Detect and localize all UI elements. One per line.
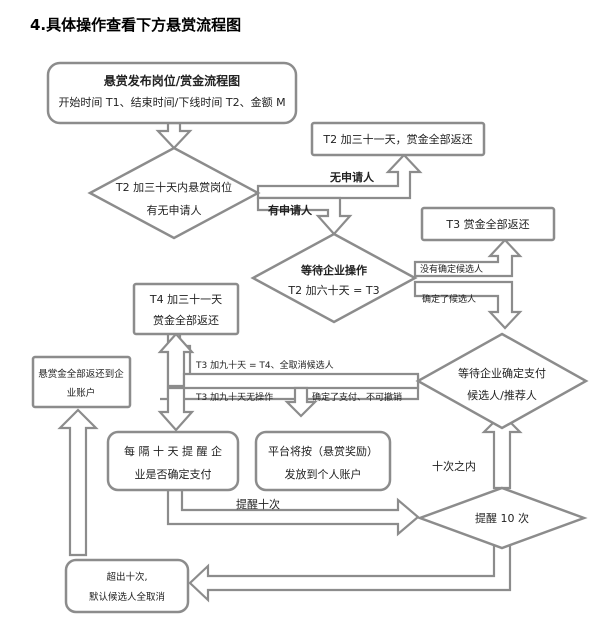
start-node: [46, 61, 298, 125]
label-t3-90-cancel: T3 加九十天 = T4、全取消候选人: [195, 359, 334, 371]
wait-company-line1: 等待企业操作: [300, 263, 367, 277]
remind-10days-line1: 每 隔 十 天 提 醒 企: [124, 444, 222, 458]
refund-t4-line2: 赏金全部返还: [153, 313, 219, 327]
arrow-refund-company: [57, 408, 99, 557]
wait-pay-line2: 候选人/推荐人: [467, 388, 537, 402]
arrow-paid-irrevocable: [284, 386, 318, 418]
label-paid-irrevocable: 确定了支付、不可撤销: [312, 391, 402, 403]
decision-applicant-line1: T2 加三十天内悬赏岗位: [115, 180, 232, 194]
refund-t3-text: T3 赏金全部返还: [445, 217, 529, 231]
refund-company-line1: 悬赏金全部返还到企: [38, 368, 124, 380]
refund-t4-line1: T4 加三十一天: [149, 292, 222, 306]
arrow-no-candidate: [413, 238, 523, 278]
platform-pay-line1: 平台将按（悬赏奖励）: [268, 444, 378, 458]
label-no-candidate: 没有确定候选人: [420, 263, 483, 275]
label-t3-90-no-op: T3 加九十天无操作: [195, 391, 273, 403]
arrow-over-ten: [188, 540, 512, 603]
remind-10days-node: [106, 430, 240, 492]
label-no-applicant: 无申请人: [329, 170, 375, 184]
refund-t2-text: T2 加三十一天，赏金全部返还: [322, 132, 472, 146]
label-candidate-set: 确定了候选人: [422, 293, 476, 305]
decision-wait-pay: [415, 332, 589, 430]
decision-applicant: [87, 146, 261, 240]
refund-company-line2: 业账户: [67, 387, 96, 399]
over-10x-line1: 超出十次,: [106, 571, 147, 583]
arrow-has-applicant: [256, 196, 353, 236]
remind-10x-text: 提醒 10 次: [475, 511, 529, 525]
decision-remind-10x: [416, 486, 588, 550]
arrow-t3-90-no-op: [157, 386, 195, 432]
arrow-remind-ten: [166, 488, 420, 537]
refund-t3-node: [420, 206, 556, 242]
platform-pay-node: [254, 430, 392, 492]
label-remind-ten: 提醒十次: [236, 497, 280, 511]
page-heading: 4.具体操作查看下方悬赏流程图: [30, 16, 241, 34]
refund-t2-node: [310, 121, 486, 157]
arrow-from-wait-pay: [182, 372, 420, 390]
start-subtitle: 开始时间 T1、结束时间/下线时间 T2、金额 M: [58, 95, 285, 109]
start-title: 悬赏发布岗位/赏金流程图: [103, 73, 240, 88]
wait-company-line2: T2 加六十天 = T3: [287, 283, 379, 297]
refund-t4-node: [132, 282, 240, 336]
wait-pay-line1: 等待企业确定支付: [458, 366, 546, 380]
platform-pay-line2: 发放到个人账户: [285, 467, 362, 481]
arrow-candidate-set: [413, 280, 523, 330]
remind-10days-line2: 业是否确定支付: [135, 467, 212, 481]
over-10x-node: [64, 558, 190, 614]
over-10x-line2: 默认候选人全取消: [89, 591, 165, 603]
decision-applicant-line2: 有无申请人: [147, 203, 202, 217]
label-within-ten: 十次之内: [432, 459, 476, 473]
refund-company-node: [31, 355, 132, 409]
arrow-start-to-decision: [155, 121, 193, 150]
label-has-applicant: 有申请人: [268, 203, 313, 217]
decision-wait-company: [250, 232, 418, 324]
